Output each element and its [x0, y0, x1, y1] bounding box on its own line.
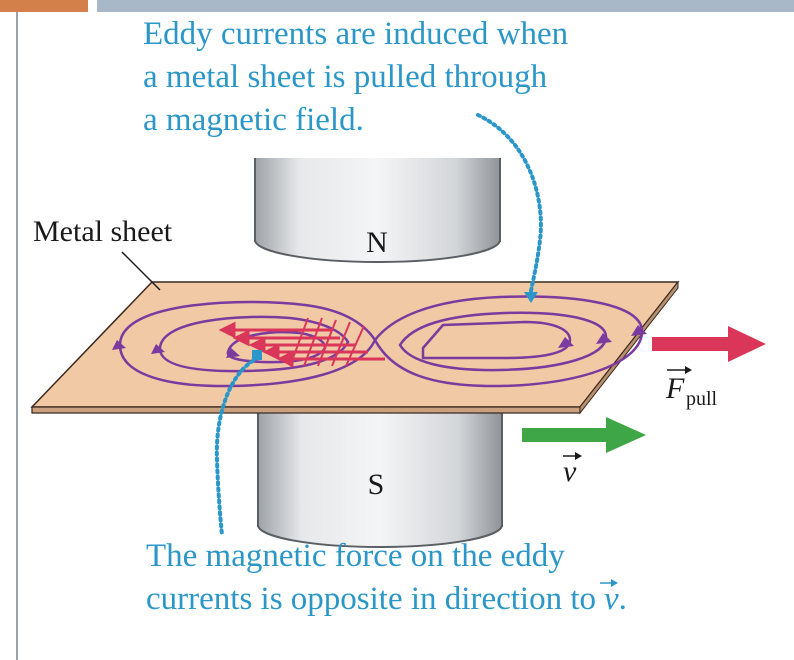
- callout-top-dotted-line: [476, 113, 543, 298]
- south-pole-label: S: [368, 468, 385, 501]
- pull-force-label: F pull: [665, 366, 718, 410]
- caption-top-line-1: Eddy currents are induced when: [143, 16, 568, 52]
- eddy-current-arrowheads: [112, 325, 647, 358]
- force-symbol: F: [665, 372, 685, 405]
- callout-top-pointer: [524, 292, 538, 303]
- metal-sheet-leader: [121, 251, 161, 291]
- current-segments: [289, 317, 365, 367]
- header-accent-bar: [0, 0, 88, 12]
- velocity-arrow: [522, 417, 646, 453]
- caption-bottom-period: .: [619, 581, 627, 617]
- caption-bottom-v-arrow: [600, 579, 618, 587]
- velocity-label: v: [563, 452, 582, 488]
- north-magnet: [254, 158, 501, 263]
- caption-bottom-line-2-text: currents is opposite in direction to: [146, 581, 596, 617]
- callout-bottom-marker: [252, 350, 262, 360]
- north-pole-label: N: [366, 226, 388, 259]
- caption-bottom-v-symbol: v: [604, 581, 619, 617]
- caption-top-line-2: a metal sheet is pulled through: [143, 59, 548, 95]
- metal-sheet-label: Metal sheet: [33, 215, 173, 248]
- callout-bottom-dotted-line: [214, 356, 260, 537]
- force-subscript: pull: [686, 388, 718, 410]
- velocity-symbol: v: [563, 455, 577, 488]
- south-magnet: [257, 395, 503, 548]
- caption-top-line-3: a magnetic field.: [143, 102, 364, 138]
- left-rule: [16, 12, 18, 660]
- caption-bottom-line-1: The magnetic force on the eddy: [146, 538, 565, 574]
- pull-force-arrow: [652, 326, 766, 362]
- header-bar: [97, 0, 794, 12]
